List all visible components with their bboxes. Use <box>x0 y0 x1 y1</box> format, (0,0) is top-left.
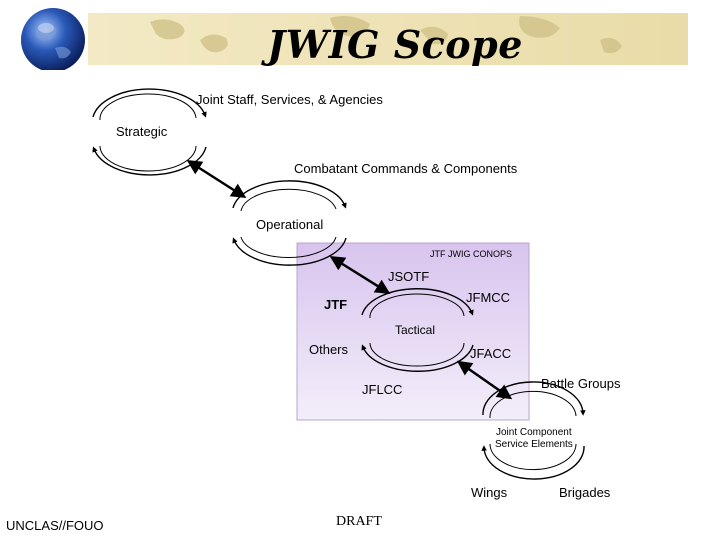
jsotf-label: JSOTF <box>388 269 429 284</box>
others-label: Others <box>309 342 349 357</box>
jfacc-label: JFACC <box>470 346 511 361</box>
link-strategic-operational <box>186 159 247 199</box>
conops-label: JTF JWIG CONOPS <box>430 249 512 259</box>
draft-marking: DRAFT <box>336 514 382 529</box>
jcse-label-line1: Joint Component <box>496 427 572 438</box>
classification-marking: UNCLAS//FOUO <box>6 518 104 533</box>
page-title: JWIG Scope <box>267 22 523 67</box>
header-banner <box>21 8 688 70</box>
tactical-label: Tactical <box>395 323 435 337</box>
strategic-scope-label: Joint Staff, Services, & Agencies <box>196 92 383 107</box>
link-operational-tactical <box>329 256 391 294</box>
tactical-cycle <box>361 288 474 372</box>
jflcc-label: JFLCC <box>362 382 402 397</box>
strategic-label: Strategic <box>116 124 168 139</box>
jcse-cycle <box>481 381 586 480</box>
operational-scope-label: Combatant Commands & Components <box>294 161 518 176</box>
jcse-label-line2: Service Elements <box>495 439 573 450</box>
operational-label: Operational <box>256 217 323 232</box>
battle-groups-label: Battle Groups <box>541 376 621 391</box>
strategic-cycle <box>92 88 207 176</box>
globe-icon <box>21 8 85 70</box>
wings-label: Wings <box>471 485 508 500</box>
map-texture <box>150 16 622 54</box>
jtf-label: JTF <box>324 297 347 312</box>
operational-cycle <box>232 180 347 266</box>
brigades-label: Brigades <box>559 485 611 500</box>
jfmcc-label: JFMCC <box>466 290 510 305</box>
